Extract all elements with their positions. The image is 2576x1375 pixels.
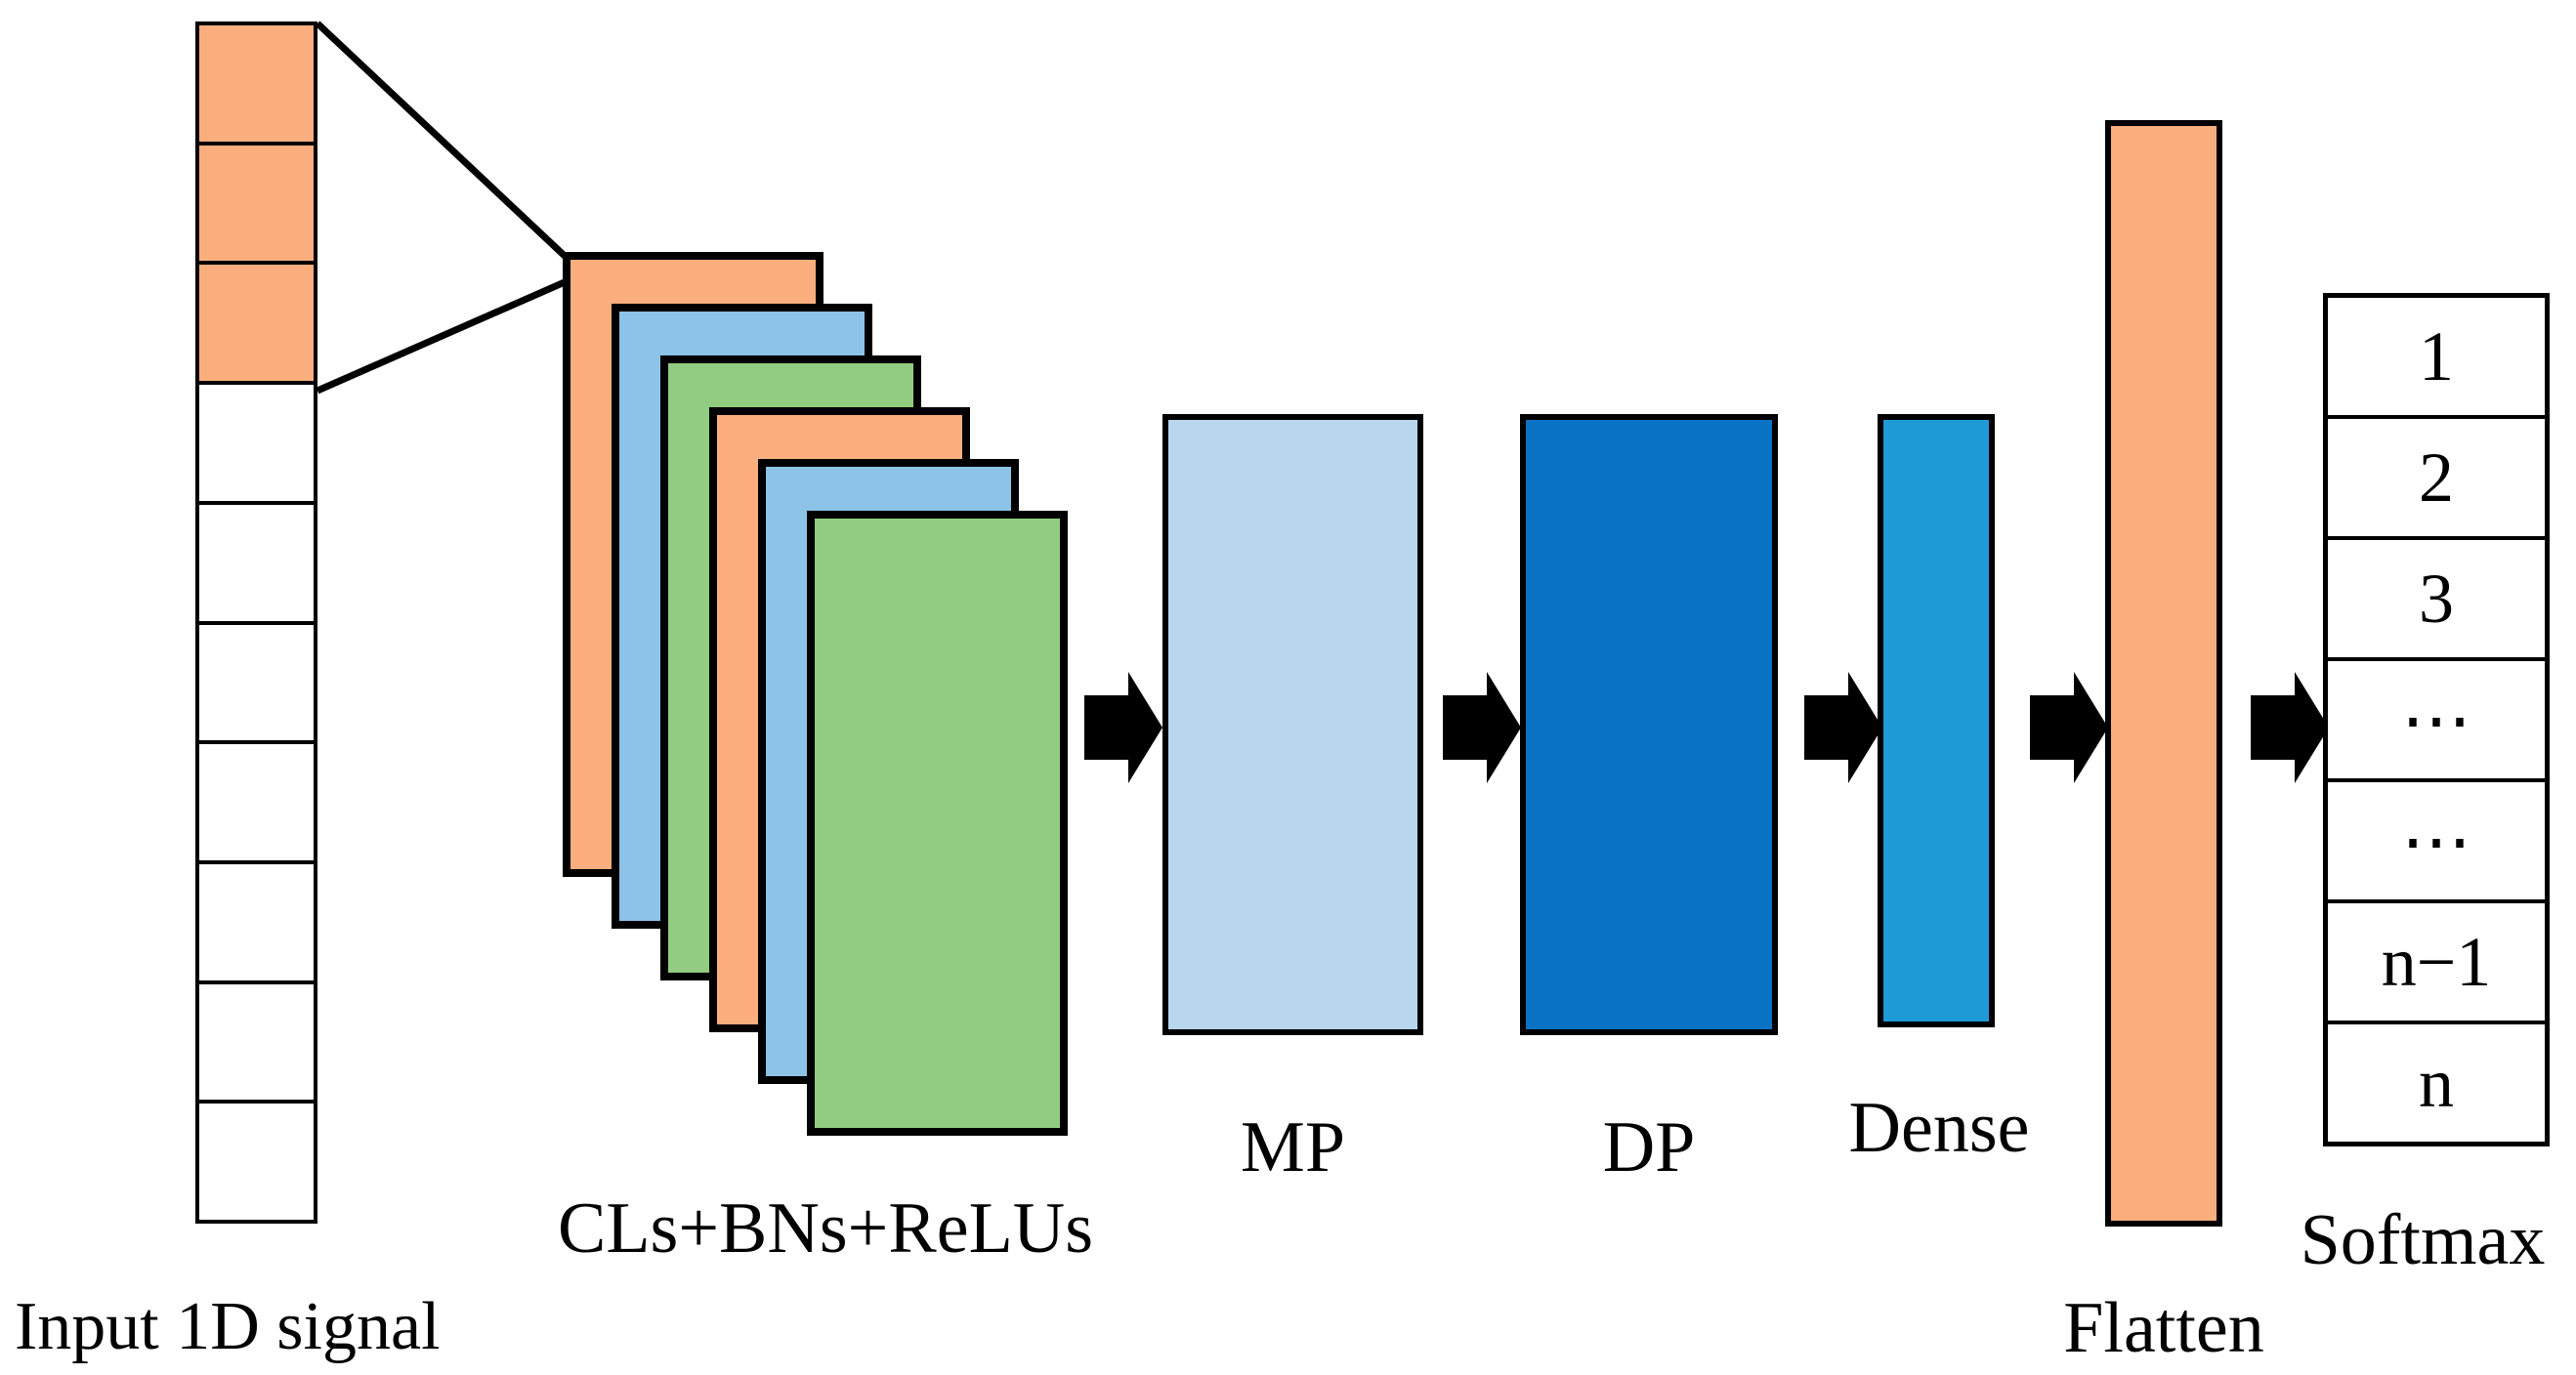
- input-cell-highlighted: [199, 265, 314, 386]
- conv-stack-label: CLs+BNs+ReLUs: [557, 1188, 1094, 1269]
- softmax-cell: 2: [2328, 419, 2545, 540]
- softmax-cell: 3: [2328, 540, 2545, 661]
- flow-arrow-icon: [1084, 672, 1162, 783]
- softmax-output-column: 1 2 3 ⋯ ⋯ n−1 n: [2323, 293, 2550, 1146]
- dropout-label: DP: [1602, 1107, 1696, 1188]
- flow-arrow-icon: [2251, 672, 2329, 783]
- input-cell-highlighted: [199, 145, 314, 266]
- dense-label: Dense: [1848, 1088, 2030, 1168]
- softmax-cell: n: [2419, 1043, 2454, 1122]
- dropout-block: [1520, 414, 1778, 1035]
- flow-arrow-icon: [1443, 672, 1521, 783]
- flatten-block: [2105, 120, 2222, 1227]
- input-cell: [199, 1104, 314, 1221]
- softmax-cell: ⋯: [2328, 661, 2545, 782]
- softmax-cell: ⋯: [2328, 782, 2545, 903]
- input-cell: [199, 624, 314, 745]
- receptive-field-lines-icon: [315, 21, 601, 395]
- dense-block: [1878, 414, 1995, 1027]
- softmax-cell: 1: [2328, 298, 2545, 419]
- input-cell-highlighted: [199, 25, 314, 146]
- conv-layer-sheet-6: [807, 511, 1068, 1136]
- max-pooling-block: [1162, 414, 1423, 1035]
- max-pooling-label: MP: [1241, 1107, 1345, 1188]
- flow-arrow-icon: [1804, 672, 1882, 783]
- softmax-cell: n−1: [2328, 903, 2545, 1024]
- flow-arrow-icon: [2030, 672, 2108, 783]
- input-cell: [199, 983, 314, 1104]
- input-signal-column: [195, 21, 317, 1224]
- input-cell: [199, 504, 314, 625]
- flatten-label: Flatten: [2063, 1288, 2264, 1368]
- input-cell: [199, 385, 314, 505]
- input-cell: [199, 744, 314, 864]
- input-cell: [199, 863, 314, 984]
- softmax-label: Softmax: [2300, 1200, 2546, 1280]
- input-signal-label: Input 1D signal: [15, 1289, 441, 1364]
